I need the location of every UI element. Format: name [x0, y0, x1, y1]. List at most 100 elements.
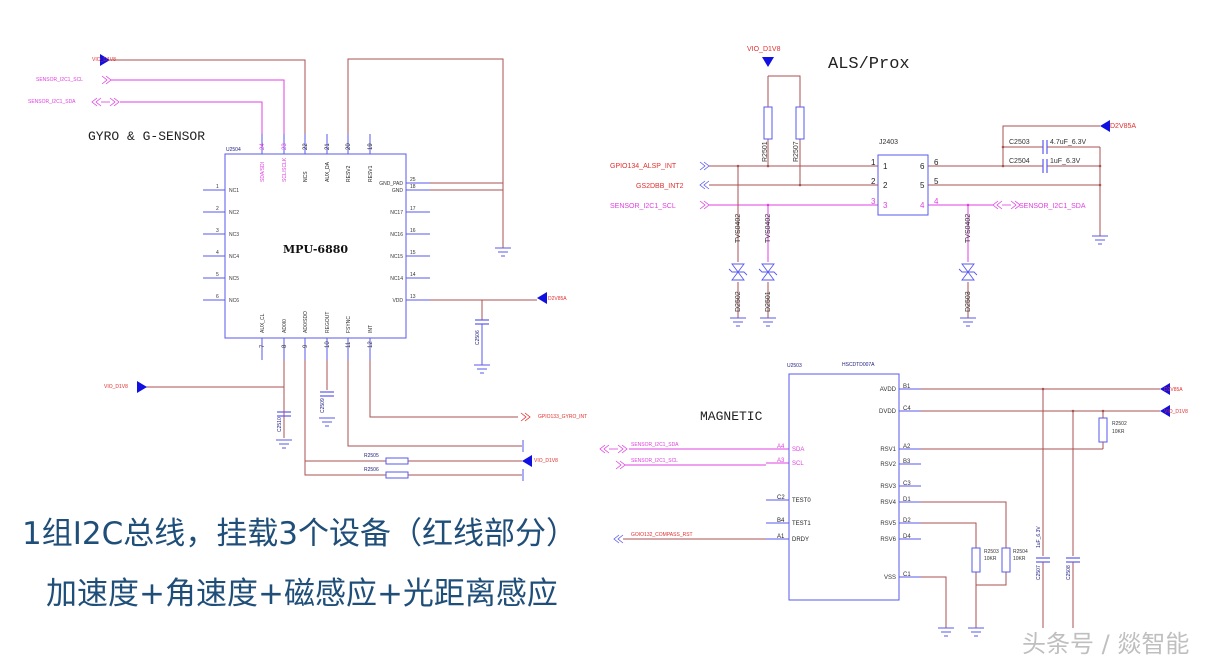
- net-label-sda: SENSOR_I2C1_SDA: [28, 99, 76, 105]
- resistor-r2505: [385, 457, 409, 465]
- resistor-r2502: [1098, 417, 1108, 443]
- pin-name: 3: [883, 201, 888, 210]
- junction-dot: [798, 183, 802, 187]
- pin-number: 20: [346, 143, 352, 150]
- pin-number: 6: [216, 294, 219, 300]
- als-connector-body: [877, 154, 929, 216]
- pin-number: B1: [903, 384, 911, 390]
- als-title: ALS/Prox: [828, 55, 910, 74]
- pin-number: A4: [777, 444, 785, 450]
- pin-number: 23: [282, 143, 288, 150]
- pin-name: 1: [883, 162, 888, 171]
- pin-name: AVDD: [880, 387, 897, 393]
- cap-value-c2507: 1uF_6.3V: [1036, 526, 1042, 548]
- pin-number: 5: [934, 177, 939, 186]
- junction-dot: [766, 164, 770, 168]
- res-label-r2506: R2506: [364, 467, 379, 473]
- port-arrow-icon: [992, 200, 1003, 210]
- pin-name: SCL: [792, 461, 804, 467]
- port-arrow-icon: [613, 534, 624, 544]
- port-arrow-icon: [109, 97, 120, 107]
- pin-name: VDD: [392, 298, 403, 304]
- pin-name: NC1: [229, 188, 239, 194]
- pin-name: RESV1: [368, 165, 374, 182]
- caption-line-2: 加速度+角速度+磁感应+光距离感应: [46, 576, 558, 612]
- port-arrow-icon: [1010, 200, 1021, 210]
- wire-resv2-gnd: [347, 58, 504, 248]
- pin-number: 4: [934, 197, 939, 206]
- cap-label-c2508: C2508: [1066, 565, 1072, 580]
- mag-part: HSCDTD007A: [842, 362, 875, 368]
- pin-number: A2: [903, 444, 911, 450]
- diode-label-d2501: D2501: [765, 291, 772, 312]
- pin-number: 14: [410, 272, 416, 278]
- pin-name: NC14: [390, 276, 403, 282]
- pin-number: 5: [216, 272, 219, 278]
- mag-ic-body: [788, 373, 900, 601]
- pin-number: 13: [410, 294, 416, 300]
- resistor-r2507: [795, 106, 805, 140]
- pin-number: C2: [777, 495, 785, 501]
- mag-title: MAGNETIC: [700, 409, 763, 424]
- resistor-r2503: [971, 547, 981, 573]
- power-flag-icon: [1160, 383, 1170, 395]
- tvs-label: TVS0402: [765, 214, 772, 243]
- res-label-r2504: R2504: [1013, 549, 1028, 555]
- res-label-r2501: R2501: [762, 141, 769, 162]
- pin-name: NC5: [229, 276, 239, 282]
- wire-vio: [110, 59, 306, 134]
- pin-name: AUX_DA: [325, 161, 331, 182]
- pin-number: A3: [777, 458, 785, 464]
- net-label-alsp-int: GPIO134_ALSP_INT: [610, 163, 677, 170]
- pin-number: 11: [346, 341, 352, 348]
- res-label-r2507: R2507: [793, 141, 800, 162]
- pin-number: C4: [903, 406, 911, 412]
- resistor-r2506: [385, 471, 409, 479]
- pin-name: RSV3: [880, 484, 896, 490]
- pin-name: GND: [392, 188, 404, 194]
- pin-number: 25: [410, 177, 416, 183]
- pin-number: 2: [216, 206, 219, 212]
- pin-name: NC16: [390, 232, 403, 238]
- tvs-diode-icon: [728, 263, 748, 281]
- pin-name: 5: [920, 181, 925, 190]
- pin-number: 1: [216, 184, 219, 190]
- port-arrow-icon: [699, 200, 710, 210]
- net-label-sda-als: SENSOR_I2C1_SDA: [1019, 203, 1086, 210]
- pin-number: 10: [325, 341, 331, 348]
- wire-int: [369, 360, 518, 418]
- res-value-r2503: 10KR: [984, 556, 997, 562]
- pin-number: 3: [216, 228, 219, 234]
- power-flag-icon: [137, 381, 147, 393]
- wire-scl: [111, 79, 285, 134]
- pin-name: RSV2: [880, 462, 896, 468]
- net-label-rst: GOIO132_COMPASS_RST: [631, 532, 693, 538]
- port-arrow-icon: [615, 460, 626, 470]
- wires: [101, 58, 1160, 628]
- res-label-r2505: R2505: [364, 453, 379, 459]
- power-flag-icon: [522, 455, 532, 467]
- net-label-sda-mag: SENSOR_I2C1_SDA: [631, 442, 679, 448]
- resistor-r2501: [763, 106, 773, 140]
- pin-name: DRDY: [792, 537, 809, 543]
- wire: [1002, 125, 1100, 166]
- wire-rsv4: [921, 501, 1007, 548]
- pin-name: REGOUT: [325, 312, 331, 333]
- junction-dot: [1001, 164, 1005, 168]
- net-label-avdd: D2V85A: [1164, 387, 1183, 393]
- pin-number: 17: [410, 206, 416, 212]
- pin-name: VSS: [884, 575, 896, 581]
- pin-number: 24: [260, 143, 266, 150]
- cap-label-c2509: C2509: [320, 398, 326, 413]
- pin-number: D4: [903, 534, 911, 540]
- cap-value-c2504: 1uF_6.3V: [1050, 158, 1081, 165]
- pin-name: INT: [368, 325, 374, 333]
- net-label-vio2: VIO_D1V8: [104, 384, 128, 390]
- port-arrow-icon: [520, 412, 531, 422]
- pin-name: RESV2: [346, 165, 352, 182]
- watermark: 头条号 / 燚智能: [1022, 630, 1190, 658]
- res-label-r2503: R2503: [984, 549, 999, 555]
- pin-name: AUX_CL: [260, 313, 266, 333]
- pin-number: 18: [410, 184, 416, 190]
- pin-name: SCL/SCLK: [282, 157, 288, 182]
